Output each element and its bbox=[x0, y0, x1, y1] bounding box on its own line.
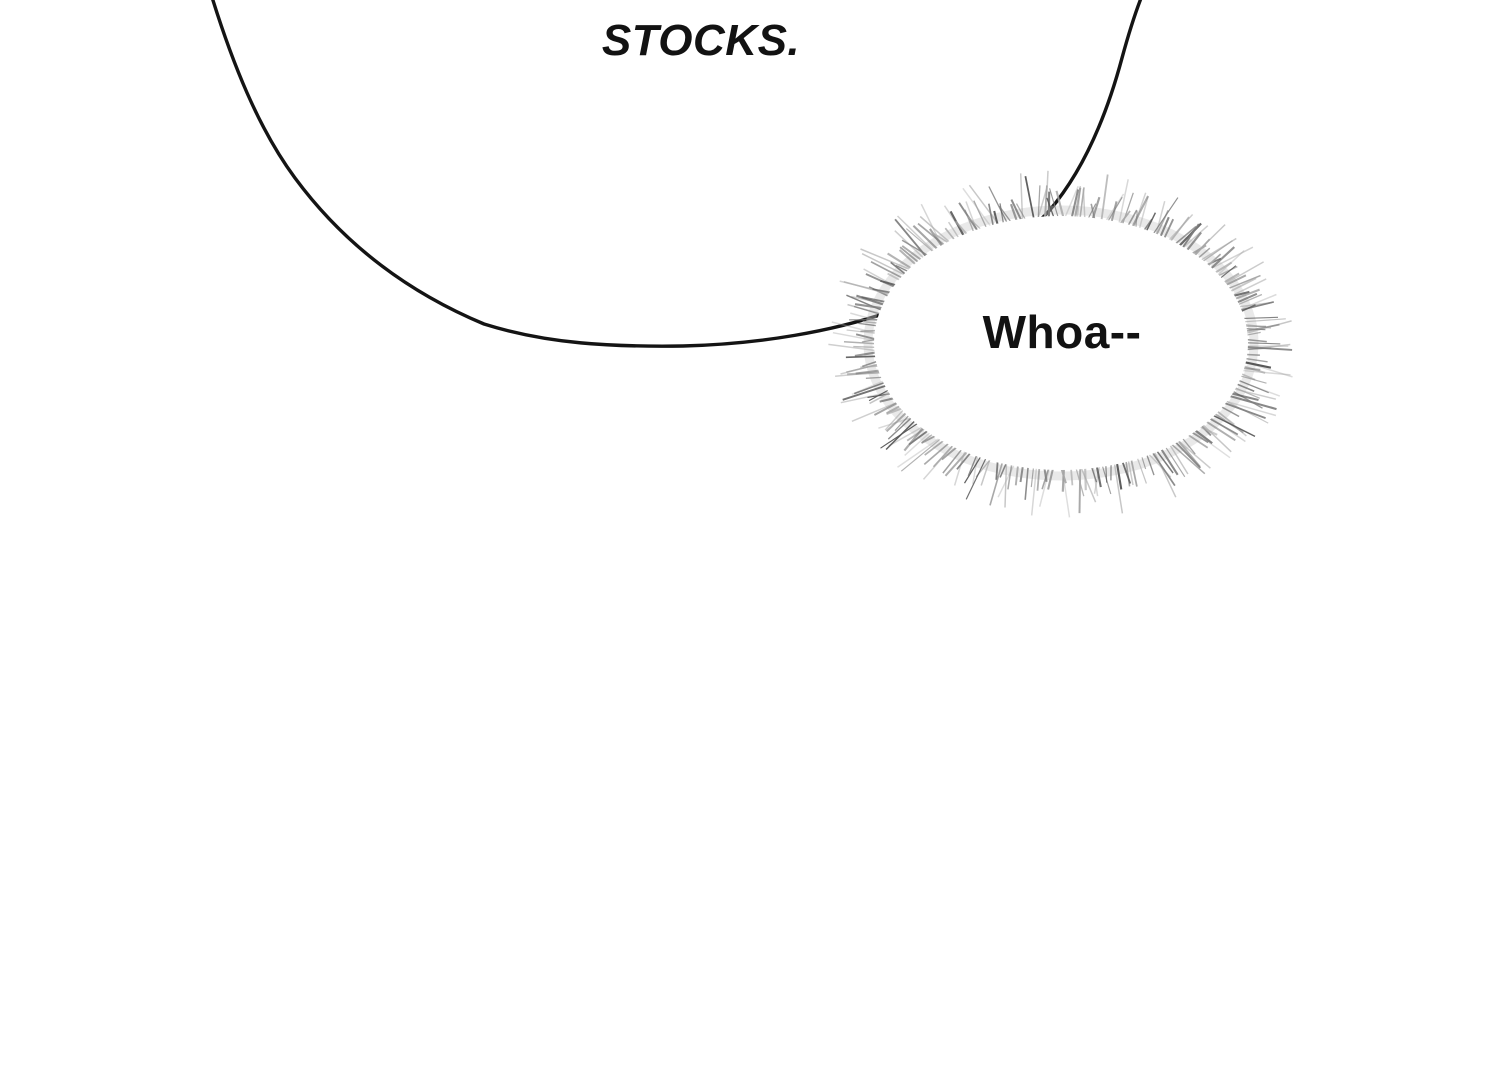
speech-text-whoa: Whoa-- bbox=[982, 306, 1142, 358]
burst-bubble-core bbox=[874, 216, 1248, 470]
speech-text-stocks: STOCKS. bbox=[601, 16, 801, 65]
large-speech-bubble-outline bbox=[211, 0, 1143, 348]
